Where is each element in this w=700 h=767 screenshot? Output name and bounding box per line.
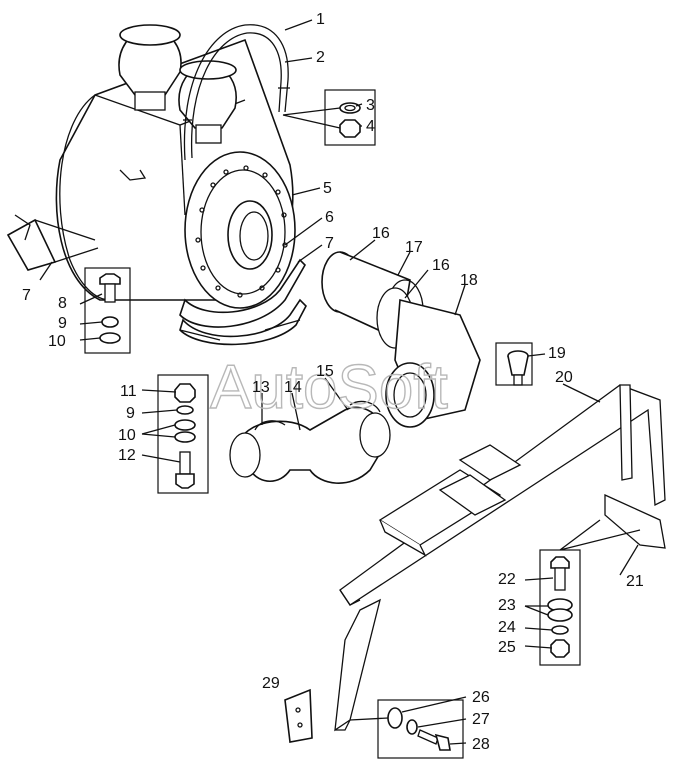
callout-11: 11 — [120, 383, 137, 400]
elbow-hose — [229, 400, 391, 484]
support-frame — [334, 384, 666, 732]
callout-2: 2 — [316, 49, 325, 66]
callout-25: 25 — [498, 639, 516, 656]
callout-labels: 1 2 3 4 5 6 7 7 8 9 10 11 9 10 12 13 14 … — [22, 11, 644, 753]
callout-9b: 9 — [126, 405, 135, 422]
callout-21: 21 — [626, 573, 644, 590]
fasteners-8-10 — [84, 267, 131, 354]
callout-19: 19 — [548, 345, 566, 362]
air-cleaner-housing — [55, 24, 296, 309]
callout-27: 27 — [472, 711, 490, 728]
callout-16a: 16 — [372, 225, 390, 242]
callout-5: 5 — [323, 180, 332, 197]
callout-7b: 7 — [22, 287, 31, 304]
fasteners-22-25 — [539, 519, 641, 666]
callout-15: 15 — [316, 363, 334, 380]
hose-assembly — [321, 251, 481, 428]
callout-1: 1 — [316, 11, 325, 28]
callout-28: 28 — [472, 736, 490, 753]
callout-18: 18 — [460, 272, 478, 289]
watermark: AutoSoft — [210, 353, 448, 422]
callout-13: 13 — [252, 379, 270, 396]
bracket-7-left — [6, 214, 99, 271]
callout-29: 29 — [262, 675, 280, 692]
callout-26: 26 — [472, 689, 490, 706]
callout-20: 20 — [555, 369, 573, 386]
callout-10a: 10 — [48, 333, 66, 350]
callout-12: 12 — [118, 447, 136, 464]
callout-23: 23 — [498, 597, 516, 614]
callout-22: 22 — [498, 571, 516, 588]
callout-9a: 9 — [58, 315, 67, 332]
indicator-19 — [495, 342, 533, 386]
callout-16b: 16 — [432, 257, 450, 274]
callout-7a: 7 — [325, 235, 334, 252]
mounting-straps — [183, 24, 290, 161]
plate-29 — [284, 688, 313, 743]
fasteners-11-12 — [157, 374, 209, 494]
fasteners-26-28 — [349, 699, 464, 759]
leader-lines — [39, 19, 639, 745]
callout-6: 6 — [325, 209, 334, 226]
fasteners-3-4 — [282, 89, 376, 146]
callout-4: 4 — [366, 118, 375, 135]
callout-3: 3 — [366, 97, 375, 114]
band-clamps — [179, 258, 307, 346]
callout-17: 17 — [405, 239, 423, 256]
callout-8: 8 — [58, 295, 67, 312]
callout-10b: 10 — [118, 427, 136, 444]
callout-24: 24 — [498, 619, 516, 636]
callout-14: 14 — [284, 379, 302, 396]
